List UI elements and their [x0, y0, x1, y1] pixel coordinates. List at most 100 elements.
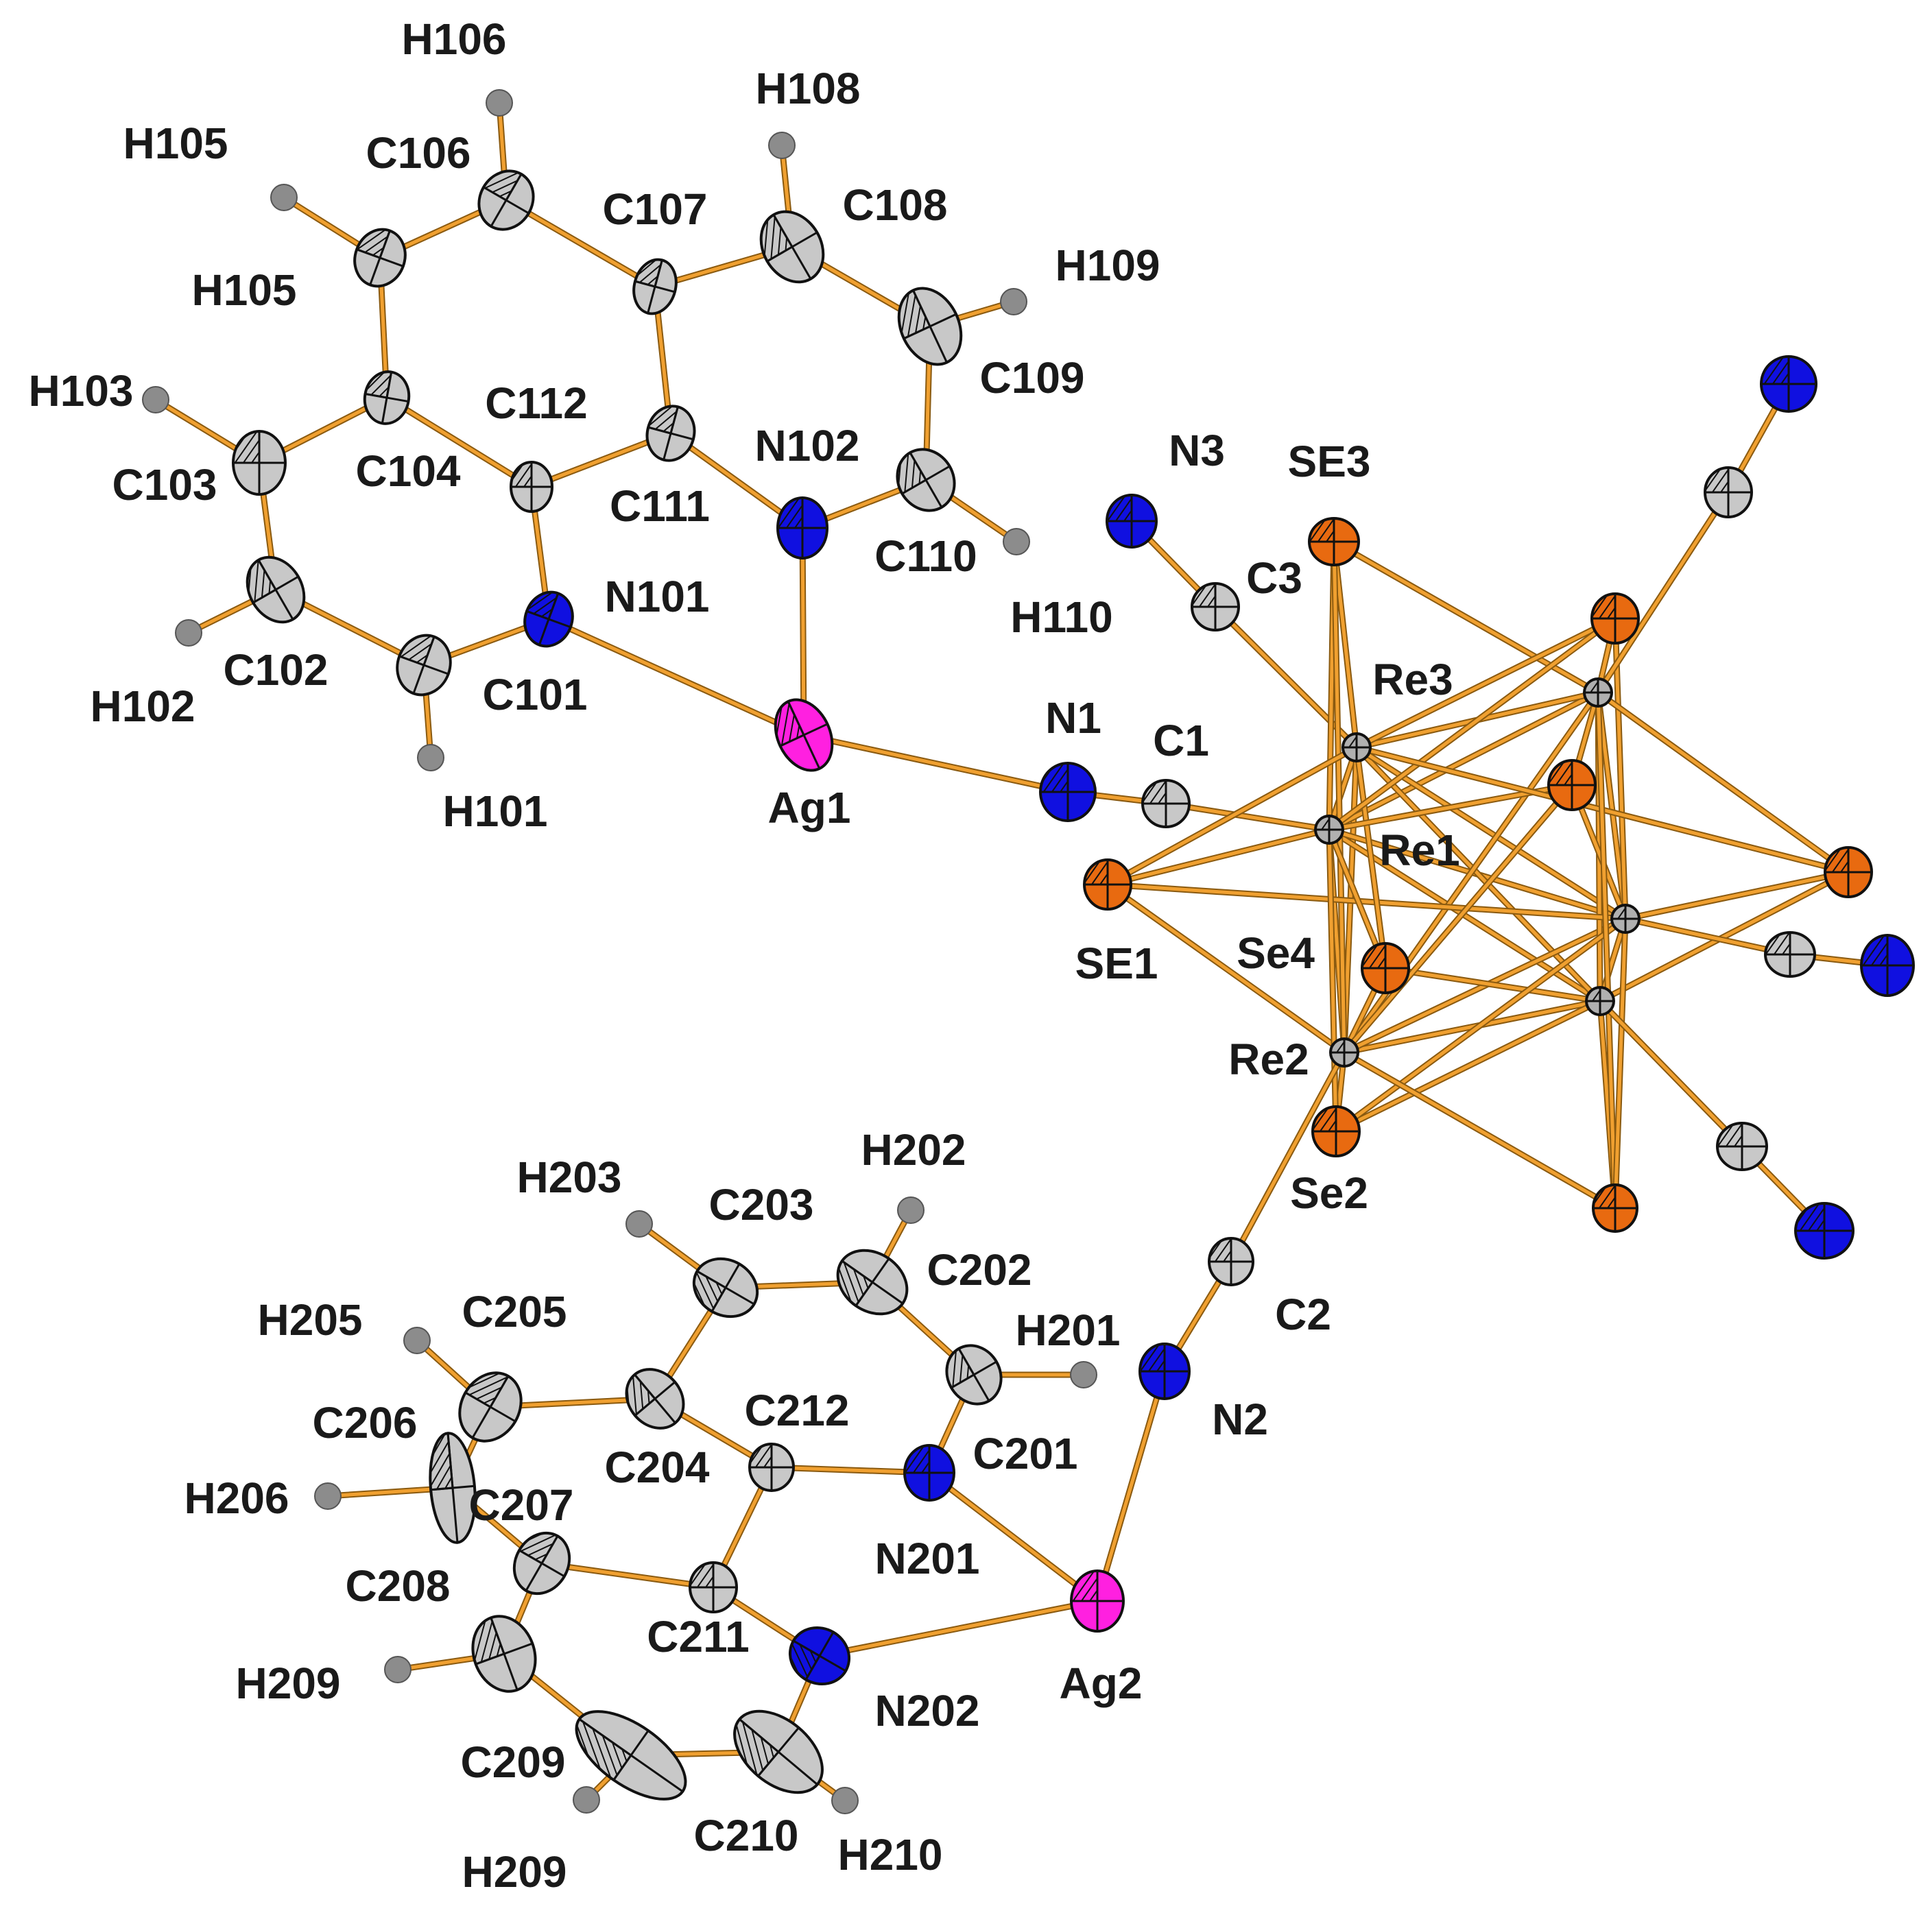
atom-H210 [831, 1787, 859, 1814]
bond-ReC-CB [1622, 915, 1793, 958]
atom-Se4 [1361, 942, 1410, 994]
atom-C110 [896, 448, 956, 512]
atom-Re2 [1329, 1037, 1359, 1068]
bond-Re1-ReA [1326, 689, 1601, 833]
bond-SeC-ReB [1597, 869, 1852, 1004]
atom-label-H105a: H105 [123, 119, 228, 168]
atom-C102 [246, 555, 306, 624]
atom-Ag2 [1070, 1569, 1125, 1633]
bond-C207-C211 [538, 1560, 717, 1591]
atom-N201 [903, 1444, 955, 1502]
atom-label-Ag1: Ag1 [768, 783, 851, 832]
atom-H101 [417, 744, 444, 771]
atom-H103 [142, 386, 169, 413]
atom-NA [1760, 355, 1817, 413]
atom-N102 [776, 496, 828, 560]
atom-label-N202: N202 [875, 1686, 980, 1735]
atom-label-C212: C212 [745, 1386, 850, 1435]
atom-C210 [733, 1709, 824, 1794]
atom-label-H201: H201 [1016, 1306, 1121, 1355]
atom-label-N102: N102 [755, 421, 860, 470]
atom-label-H103: H103 [29, 366, 134, 416]
bond-Re2-ReB [1341, 998, 1603, 1056]
atom-label-H203: H203 [517, 1153, 622, 1202]
atom-label-H105b: H105 [192, 265, 297, 315]
bond-SE1-Re3 [1104, 744, 1360, 888]
bond-Se4-ReB [1382, 965, 1603, 1004]
atom-N1 [1039, 762, 1097, 822]
atom-label-H102: H102 [91, 682, 195, 731]
bond-C106-C107 [503, 197, 658, 290]
atom-C2 [1208, 1237, 1254, 1286]
atom-H105a [270, 184, 298, 211]
bond-N101-Ag1 [545, 616, 807, 738]
atom-SeD [1592, 1183, 1638, 1233]
atom-H108 [768, 132, 796, 159]
atom-C101 [396, 634, 452, 697]
atom-ReB [1585, 986, 1615, 1016]
atom-label-C211: C211 [647, 1612, 749, 1661]
atom-CB [1764, 931, 1816, 978]
atom-C206 [429, 1432, 477, 1544]
atom-Re3 [1341, 732, 1372, 762]
atom-label-N3: N3 [1169, 426, 1225, 475]
atom-label-Ag2: Ag2 [1060, 1659, 1143, 1708]
bond-ReA-CA [1595, 489, 1732, 696]
atom-CC [1716, 1122, 1768, 1171]
atom-label-C201: C201 [973, 1429, 1078, 1478]
bond-SeC-ReA [1595, 689, 1852, 876]
bond-N2-Ag2 [1094, 1368, 1168, 1604]
atom-C109 [897, 287, 963, 366]
atom-H205 [403, 1327, 431, 1354]
atom-label-C203: C203 [709, 1180, 814, 1229]
atom-label-H202: H202 [861, 1125, 966, 1175]
bond-SeA-Re1 [1326, 615, 1619, 833]
bond-SeC-ReC [1622, 869, 1852, 922]
bond-Se2-Re1 [1326, 826, 1339, 1135]
atom-H110 [1003, 528, 1030, 555]
atom-label-C112: C112 [485, 378, 587, 428]
atom-label-C110: C110 [874, 531, 977, 581]
atom-C202 [836, 1249, 909, 1316]
atom-label-Re3: Re3 [1372, 655, 1453, 704]
atom-C203 [692, 1257, 759, 1319]
atom-C111 [645, 405, 696, 462]
atom-SE1 [1083, 858, 1132, 911]
bond-Se4-Re3 [1353, 744, 1389, 972]
atom-H209a [384, 1656, 412, 1683]
atom-C3 [1191, 582, 1240, 631]
atom-label-C101: C101 [483, 670, 588, 719]
bond-Se2-ReB [1333, 998, 1603, 1135]
atom-C105 [353, 228, 407, 288]
atom-label-N2: N2 [1212, 1395, 1268, 1444]
atom-C207 [512, 1531, 571, 1596]
atom-C204 [625, 1368, 685, 1430]
atom-label-C111: C111 [610, 481, 710, 531]
atom-label-Re2: Re2 [1228, 1035, 1309, 1084]
atom-C212 [748, 1443, 795, 1492]
atom-H203 [625, 1210, 653, 1238]
atom-label-C103: C103 [112, 460, 217, 509]
atom-SeA [1590, 592, 1640, 645]
atom-H109 [1000, 288, 1027, 315]
atom-label-Se4: Se4 [1237, 928, 1315, 978]
atom-label-C1: C1 [1153, 716, 1209, 765]
atom-NB [1860, 934, 1915, 997]
atom-C208 [471, 1615, 537, 1693]
atom-label-H205: H205 [258, 1295, 363, 1345]
bond-ReA-ReC [1595, 689, 1629, 922]
bond-SeD-ReA [1595, 689, 1619, 1212]
atom-C107 [632, 258, 678, 315]
atom-label-C3: C3 [1246, 553, 1302, 603]
atom-label-SE1: SE1 [1075, 939, 1158, 988]
atom-C108 [759, 210, 825, 284]
bond-C112-C104 [383, 394, 535, 490]
atom-H202 [897, 1196, 925, 1224]
atom-C201 [945, 1344, 1003, 1406]
atom-label-Re1: Re1 [1379, 826, 1459, 875]
bond-Ag2-N202 [816, 1598, 1101, 1659]
bond-SE1-Re2 [1104, 881, 1348, 1056]
bond-SeD-Re2 [1341, 1049, 1619, 1212]
